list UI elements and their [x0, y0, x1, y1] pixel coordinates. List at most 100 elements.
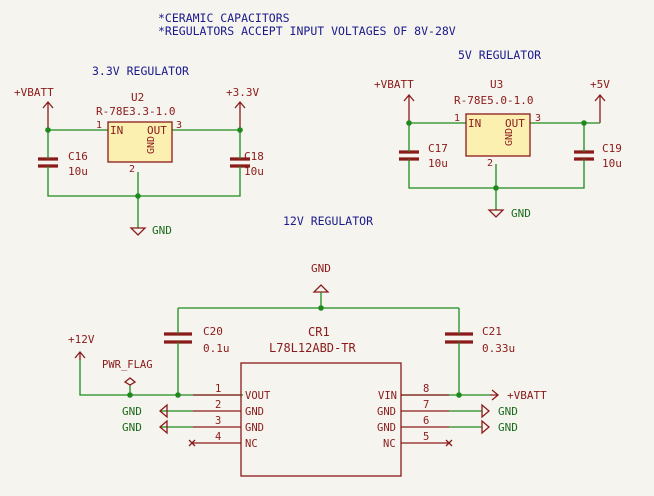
- pwr-flag-icon: [123, 377, 137, 386]
- power-arrow-icon: [74, 350, 86, 360]
- pin-name: GND: [245, 422, 264, 434]
- ground-label: GND: [498, 405, 518, 418]
- pin-num: 5: [423, 431, 429, 443]
- power-label: +VBATT: [507, 389, 547, 402]
- u3-body: [465, 113, 531, 157]
- ground-icon: [129, 227, 147, 236]
- u2-regulator[interactable]: U2 R-78E3.3-1.0 IN OUT GND 1 3 2: [96, 91, 182, 175]
- capacitor-c19[interactable]: C19 10u: [574, 142, 622, 170]
- ground-label: GND: [122, 405, 142, 418]
- ground-icon: [159, 419, 168, 435]
- pin-num: 3: [215, 415, 221, 427]
- junction: [45, 127, 51, 133]
- c19-ref: C19: [602, 142, 622, 155]
- power-vbatt-12v: +VBATT: [490, 389, 547, 402]
- u3-pin2-num: 2: [487, 158, 493, 169]
- c18-ref: C18: [244, 150, 264, 163]
- ground-left-2: GND: [122, 403, 168, 419]
- u3-pin-gnd: GND: [504, 128, 515, 146]
- no-connect-icon: [445, 439, 453, 447]
- pin-name: GND: [377, 422, 396, 434]
- regulator-3v3-section: 3.3V REGULATOR +VBATT +3.3V U2 R-78E3.3-…: [14, 64, 264, 237]
- capacitor-c18[interactable]: C18 10u: [230, 150, 264, 178]
- u2-pin-gnd: GND: [146, 136, 157, 154]
- cr1-value: L78L12ABD-TR: [269, 341, 356, 355]
- title-12v: 12V REGULATOR: [283, 214, 373, 228]
- u3-ref: U3: [490, 78, 503, 91]
- power-label: +12V: [68, 333, 95, 346]
- u3-pin-out: OUT: [505, 117, 525, 130]
- u3-pin-in: IN: [468, 117, 481, 130]
- power-arrow-icon: [403, 93, 415, 123]
- title-5v: 5V REGULATOR: [458, 48, 541, 62]
- c20-value: 0.1u: [203, 342, 230, 355]
- ground-label: GND: [152, 224, 172, 237]
- u3-regulator[interactable]: U3 R-78E5.0-1.0 IN OUT GND 1 3 2: [454, 78, 541, 169]
- junction: [493, 185, 499, 191]
- note-ceramic: *CERAMIC CAPACITORS: [158, 11, 290, 25]
- pin-num: 2: [215, 399, 221, 411]
- c16-ref: C16: [68, 150, 88, 163]
- pin-name: NC: [383, 438, 396, 450]
- power-arrow-icon: [490, 389, 500, 401]
- u2-pin1-num: 1: [96, 120, 102, 131]
- ground-right-7: GND: [481, 403, 518, 419]
- pin-name: VOUT: [245, 390, 271, 402]
- cr1-left-pins: 1 2 3 4 VOUT GND GND NC: [188, 383, 271, 450]
- power-label: +5V: [590, 78, 610, 91]
- pin-lines: [193, 394, 241, 444]
- u3-pin3-num: 3: [535, 113, 541, 124]
- ground-icon: [487, 209, 505, 218]
- power-vbatt-3v3: +VBATT: [14, 86, 54, 130]
- power-3v3: +3.3V: [226, 86, 259, 130]
- regulator-12v-section: 12V REGULATOR GND +12V PWR_FLAG C20: [68, 214, 547, 477]
- ground-icon: [159, 403, 168, 419]
- regulator-5v-section: 5V REGULATOR +VBATT +5V U3 R-78E5.0-1.0 …: [374, 48, 622, 220]
- junction: [318, 305, 324, 311]
- power-label: +VBATT: [14, 86, 54, 99]
- c18-value: 10u: [244, 165, 264, 178]
- ground-icon: [481, 403, 490, 419]
- ground-3v3: GND: [129, 224, 172, 237]
- capacitor-c21[interactable]: C21 0.33u: [445, 325, 515, 355]
- power-label: +VBATT: [374, 78, 414, 91]
- c19-value: 10u: [602, 157, 622, 170]
- junction: [237, 127, 243, 133]
- pin-num: 6: [423, 415, 429, 427]
- u2-pin-in: IN: [110, 124, 123, 137]
- capacitor-c17[interactable]: C17 10u: [399, 142, 448, 170]
- capacitor-c20[interactable]: C20 0.1u: [164, 325, 230, 355]
- c20-ref: C20: [203, 325, 223, 338]
- pwr-flag: PWR_FLAG: [102, 359, 153, 386]
- cr1-body: [240, 362, 402, 477]
- ground-icon: [481, 419, 490, 435]
- ground-5v: GND: [487, 207, 531, 220]
- junction: [581, 120, 587, 126]
- u2-pin-out: OUT: [147, 124, 167, 137]
- wires-right-gnd: [449, 410, 482, 428]
- ground-right-6: GND: [481, 419, 518, 435]
- junction: [127, 392, 133, 398]
- capacitor-c16[interactable]: C16 10u: [38, 150, 88, 178]
- wires-5v: [408, 122, 600, 210]
- power-12v: +12V: [68, 333, 95, 360]
- pin-num: 8: [423, 383, 429, 395]
- power-arrow-icon: [234, 100, 246, 130]
- ground-left-3: GND: [122, 419, 168, 435]
- c17-value: 10u: [428, 157, 448, 170]
- wires-3v3: [47, 129, 241, 228]
- c21-value: 0.33u: [482, 342, 515, 355]
- power-vbatt-5v: +VBATT: [374, 78, 415, 123]
- u2-body: [107, 121, 173, 163]
- ground-label: GND: [511, 207, 531, 220]
- junction: [135, 193, 141, 199]
- pwr-flag-label: PWR_FLAG: [102, 359, 153, 371]
- pin-name: GND: [245, 406, 264, 418]
- ground-label: GND: [311, 262, 331, 275]
- pin-num: 1: [215, 383, 221, 395]
- c17-ref: C17: [428, 142, 448, 155]
- note-input-voltage: *REGULATORS ACCEPT INPUT VOLTAGES OF 8V-…: [158, 24, 456, 38]
- cr1-regulator[interactable]: CR1 L78L12ABD-TR: [240, 325, 402, 477]
- ground-label: GND: [122, 421, 142, 434]
